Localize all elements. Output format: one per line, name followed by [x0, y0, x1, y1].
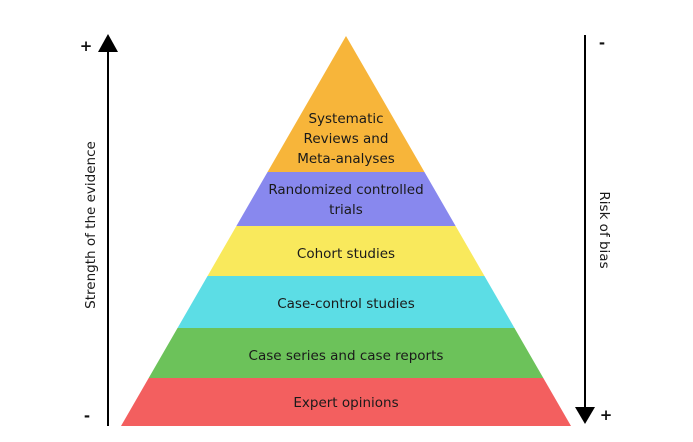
tier-2-randomized-trials	[236, 172, 456, 226]
left-axis: + - Strength of the evidence	[80, 34, 118, 426]
tier-1-label-line-2: Reviews and	[304, 131, 389, 147]
tier-1-label-line-1: Systematic	[308, 111, 383, 127]
left-axis-bottom-sign: -	[84, 407, 90, 425]
left-axis-arrowhead	[98, 34, 118, 52]
tier-2-label-line-1: Randomized controlled	[268, 182, 423, 198]
tier-5-case-series	[148, 328, 544, 378]
tier-labels: Systematic Reviews and Meta-analyses Ran…	[249, 111, 444, 411]
left-axis-top-sign: +	[80, 37, 93, 55]
tier-6-expert-opinions	[121, 378, 571, 426]
left-axis-title: Strength of the evidence	[83, 141, 99, 309]
tier-4-case-control-studies	[177, 276, 515, 328]
tier-3-label: Cohort studies	[297, 246, 395, 262]
tier-3-cohort-studies	[207, 226, 485, 276]
tier-5-label: Case series and case reports	[249, 348, 444, 364]
tier-1-label-line-3: Meta-analyses	[297, 151, 395, 167]
right-axis-top-sign: -	[599, 34, 605, 52]
right-axis-title: Risk of bias	[596, 191, 612, 268]
right-axis: - + Risk of bias	[575, 34, 612, 424]
right-axis-arrowhead	[575, 407, 595, 424]
right-axis-bottom-sign: +	[600, 406, 613, 424]
tier-1-systematic-reviews	[267, 36, 425, 172]
pyramid-tiers	[121, 36, 571, 426]
tier-6-label: Expert opinions	[293, 395, 398, 411]
tier-2-label-line-2: trials	[329, 202, 363, 218]
tier-4-label: Case-control studies	[277, 296, 415, 312]
